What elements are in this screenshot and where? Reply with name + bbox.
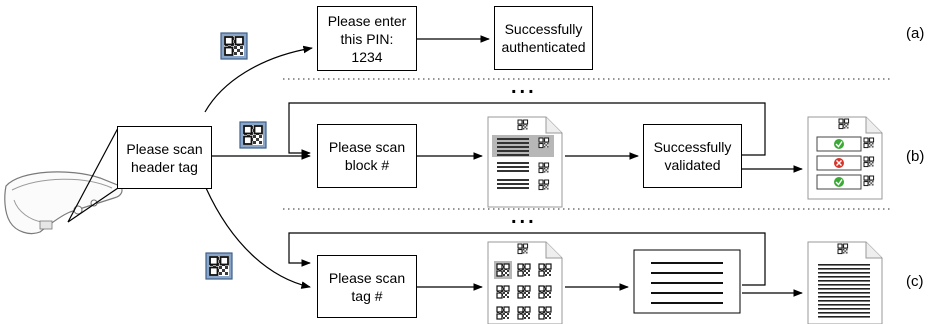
ellipsis-c: ... — [511, 206, 537, 228]
pin-text: Please enter this PIN: 1234 — [327, 12, 407, 65]
loop-arrow-c — [288, 232, 766, 286]
header-scan-box: Please scan header tag — [117, 126, 212, 189]
view-line-bottom — [67, 187, 119, 223]
row-label-c: (c) — [906, 273, 924, 290]
qr-tag-icon — [221, 33, 247, 59]
pin-box: Please enter this PIN: 1234 — [317, 6, 417, 71]
document-icon — [487, 241, 563, 324]
qr-tag-icon — [240, 122, 266, 148]
block-scan-text: Please scan block # — [328, 139, 406, 173]
loop-arrow-b — [288, 102, 766, 157]
qr-tag-icon — [206, 253, 232, 279]
tag-scan-box: Please scan tag # — [317, 255, 417, 318]
smart-glasses-icon — [4, 171, 123, 235]
arrow-header-to-tag — [205, 187, 311, 289]
header-scan-text: Please scan header tag — [126, 140, 203, 175]
view-line-top — [67, 127, 119, 223]
ellipsis-b: ... — [511, 76, 537, 98]
arrow-header-to-pin — [204, 45, 313, 113]
tag-scan-text: Please scan tag # — [328, 269, 406, 304]
document-icon — [807, 241, 883, 324]
document-icon — [487, 116, 563, 208]
checklist-document-icon — [807, 116, 883, 200]
authenticated-box: Successfully authenticated — [494, 6, 593, 70]
authenticated-text: Successfully authenticated — [501, 21, 586, 55]
validated-box: Successfully validated — [643, 124, 742, 188]
validated-text: Successfully validated — [653, 139, 732, 173]
text-content-box — [633, 249, 741, 314]
row-label-a: (a) — [906, 25, 925, 42]
block-scan-box: Please scan block # — [317, 124, 417, 188]
row-label-b: (b) — [906, 148, 925, 165]
